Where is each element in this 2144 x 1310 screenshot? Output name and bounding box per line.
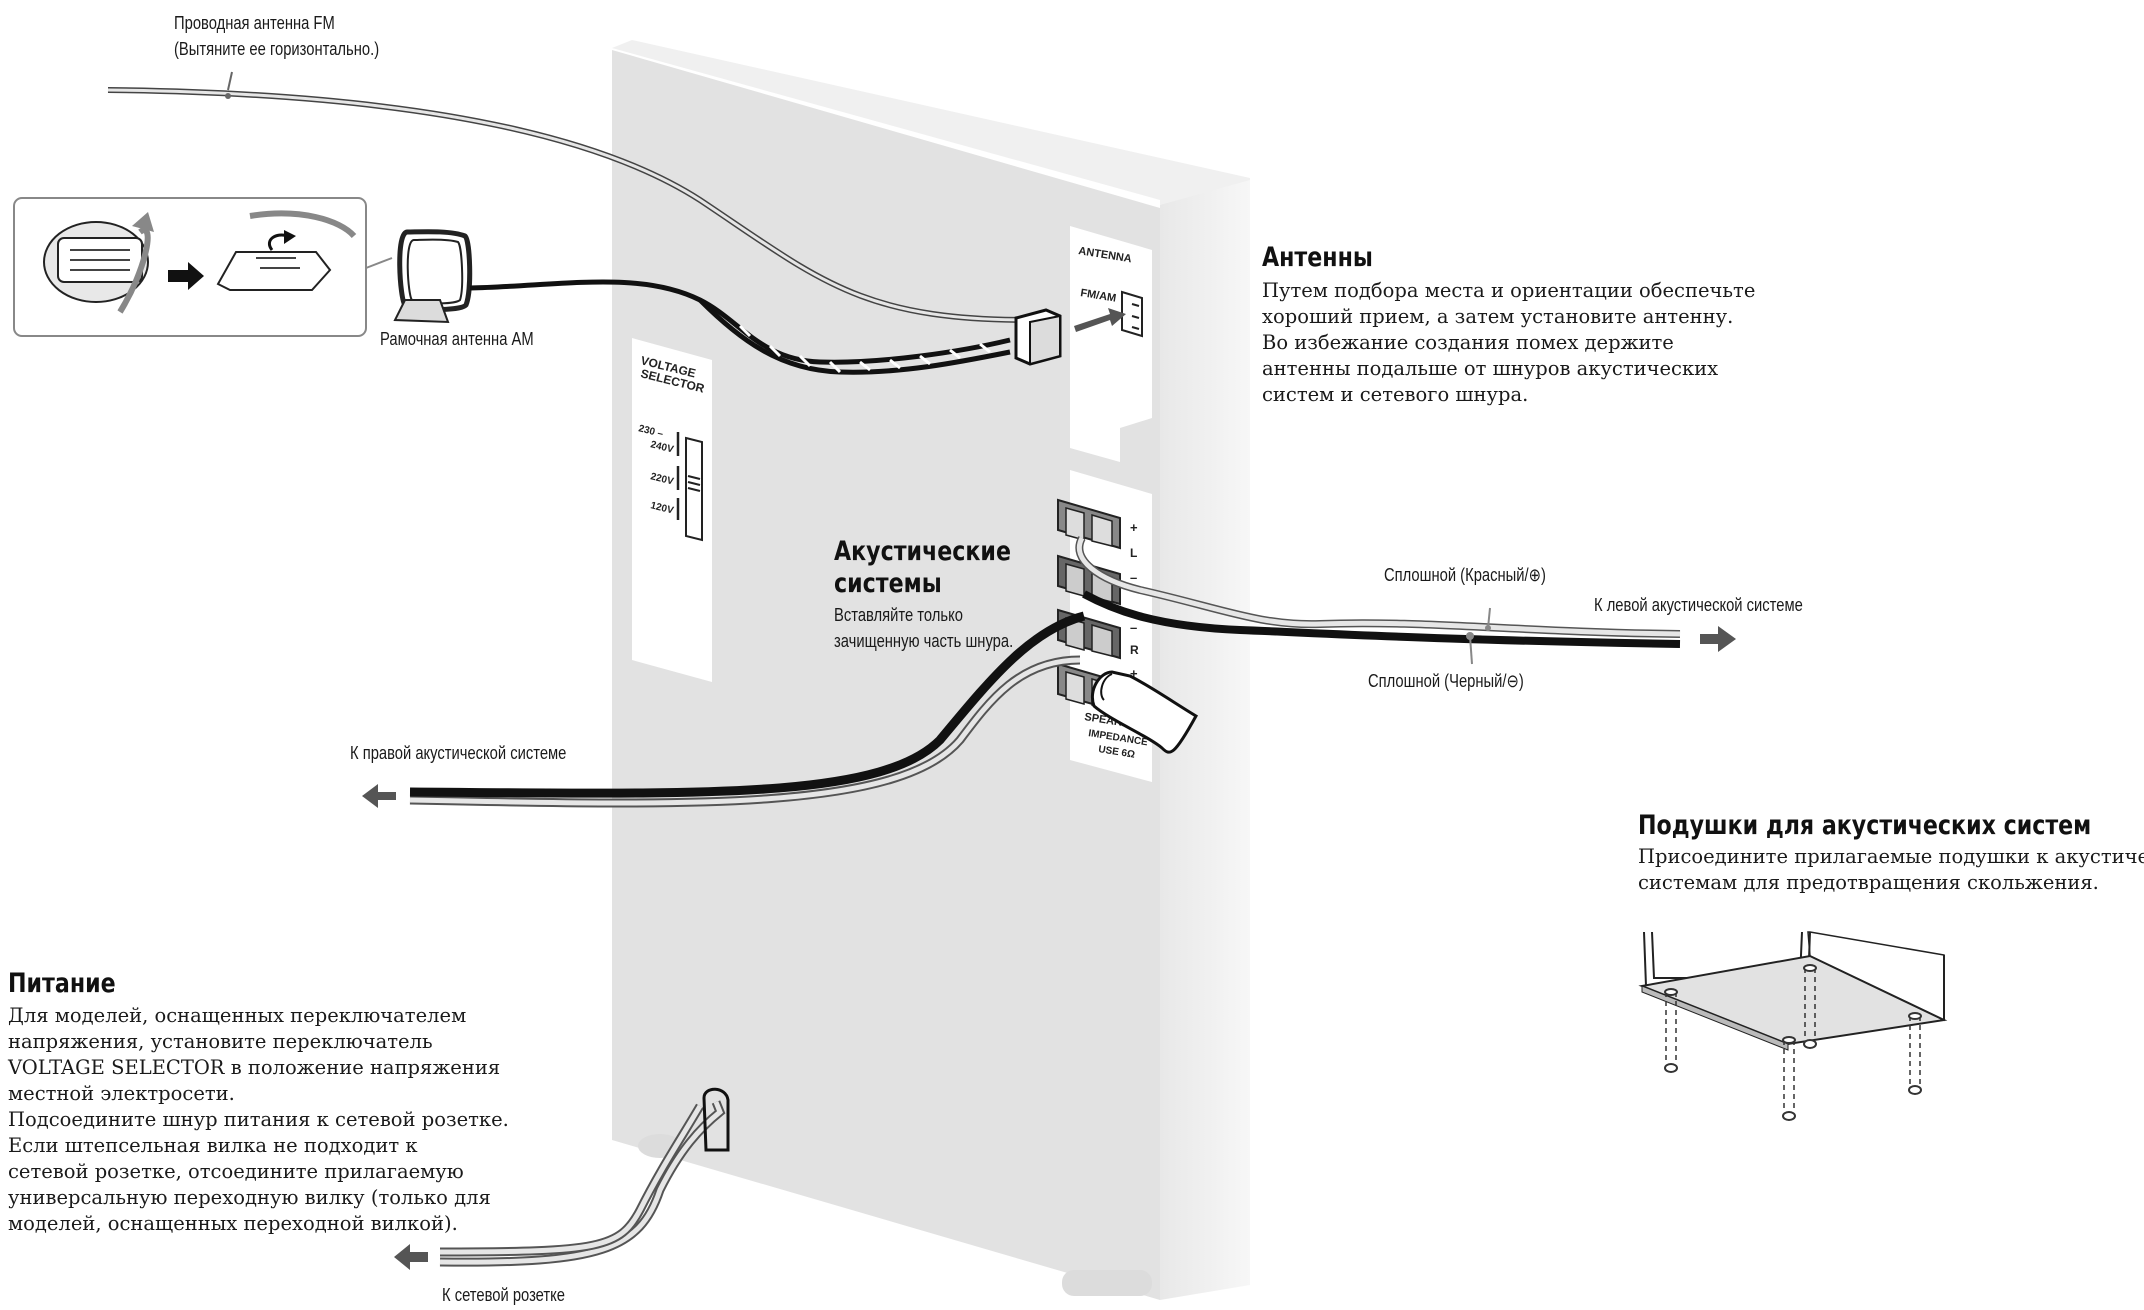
- power-line-9: моделей, оснащенных переходной вилкой).: [8, 1212, 458, 1235]
- pads-heading: Подушки для акустических систем: [1638, 810, 2092, 841]
- power-line-3: VOLTAGE SELECTOR в положение напряжения: [8, 1056, 501, 1079]
- power-line-7: сетевой розетке, отсоедините прилагаемую: [8, 1160, 464, 1183]
- cabinet-side: [1160, 180, 1250, 1300]
- fm-antenna-label-1: Проводная антенна FM: [174, 13, 335, 33]
- speakers-line-2: зачищенную часть шнура.: [834, 631, 1014, 651]
- antennas-line-3: Во избежание создания помех держите: [1262, 331, 1674, 354]
- power-line-5: Подсоедините шнур питания к сетевой розе…: [8, 1108, 509, 1131]
- rotate-arrow-icon: [132, 212, 154, 232]
- speaker-terminal-panel: + L – – R + SPEAKER IMPEDANCE USE 6Ω: [1057, 470, 1152, 782]
- antennas-heading: Антенны: [1262, 242, 1373, 273]
- power-line-6: Если штепсельная вилка не подходит к: [8, 1134, 418, 1157]
- antennas-line-2: хороший прием, а затем установите антенн…: [1262, 305, 1734, 328]
- power-line-4: местной электросети.: [8, 1082, 235, 1105]
- speaker-terminal-1: [1057, 498, 1121, 550]
- left-speaker-cord: [1075, 536, 1736, 665]
- antennas-line-5: систем и сетевого шнура.: [1262, 383, 1529, 406]
- finger-illustration: [1091, 670, 1199, 754]
- right-speaker-arrow-icon: [362, 784, 396, 808]
- fm-antenna-label-2: (Вытяните ее горизонтально.): [174, 39, 380, 59]
- power-heading: Питание: [8, 968, 116, 999]
- left-speaker-arrow-icon: [1700, 626, 1736, 652]
- antenna-insert-arrow: [1074, 308, 1126, 332]
- voltage-switch: [685, 436, 703, 542]
- power-line-1: Для моделей, оснащенных переключателем: [8, 1004, 467, 1027]
- antenna-terminal-panel: ANTENNA FM/AM: [1070, 226, 1152, 462]
- pads-line-2: системам для предотвращения скольжения.: [1638, 871, 2099, 894]
- to-outlet-label: К сетевой розетке: [442, 1285, 565, 1305]
- power-cord: [394, 1087, 730, 1270]
- am-antenna-label: Рамочная антенна AM: [380, 329, 534, 349]
- terminal-r-mark: R: [1130, 643, 1139, 657]
- loop-assembly-inset: [13, 197, 393, 337]
- right-speaker-cord: [362, 611, 1086, 808]
- fold-arrow-icon: [284, 230, 296, 244]
- antennas-line-4: антенны подальше от шнуров акустических: [1262, 357, 1719, 380]
- fm-wire-antenna: [107, 71, 1031, 323]
- solid-black-label: Сплошной (Черный/⊖): [1368, 671, 1524, 691]
- terminal-plus-bottom: +: [1130, 666, 1138, 681]
- power-line-2: напряжения, установите переключатель: [8, 1030, 433, 1053]
- power-line-8: универсальную переходную вилку (только д…: [8, 1186, 491, 1209]
- speaker-terminal-2: [1057, 554, 1121, 606]
- terminal-l-mark: L: [1130, 546, 1137, 560]
- terminal-plus-top: +: [1130, 520, 1138, 535]
- power-cord-outlet: [702, 1087, 730, 1152]
- speakers-line-1: Вставляйте только: [834, 605, 963, 625]
- pads-line-1: Присоедините прилагаемые подушки к акуст…: [1638, 845, 2144, 868]
- speakers-heading-2: системы: [834, 568, 942, 599]
- cabinet-foot-right: [1062, 1270, 1152, 1296]
- voltage-selector-panel: VOLTAGE SELECTOR 230 – 240V 220V 120V: [632, 338, 712, 682]
- to-right-speaker-label: К правой акустической системе: [350, 743, 567, 763]
- antennas-line-1: Путем подбора места и ориентации обеспеч…: [1262, 279, 1756, 302]
- to-left-speaker-label: К левой акустической системе: [1594, 595, 1803, 615]
- right-arrow-icon: [168, 262, 204, 290]
- outlet-arrow-icon: [394, 1244, 428, 1270]
- speakers-heading-1: Акустические: [834, 536, 1011, 567]
- solid-red-label: Сплошной (Красный/⊕): [1384, 565, 1546, 585]
- terminal-minus-bottom: –: [1130, 620, 1137, 635]
- panel-fmam-label: FM/AM: [1080, 287, 1117, 304]
- terminal-minus-top: –: [1130, 570, 1137, 585]
- speaker-pads-illustration: [1638, 931, 1948, 1121]
- am-loop-antenna: [393, 229, 1062, 375]
